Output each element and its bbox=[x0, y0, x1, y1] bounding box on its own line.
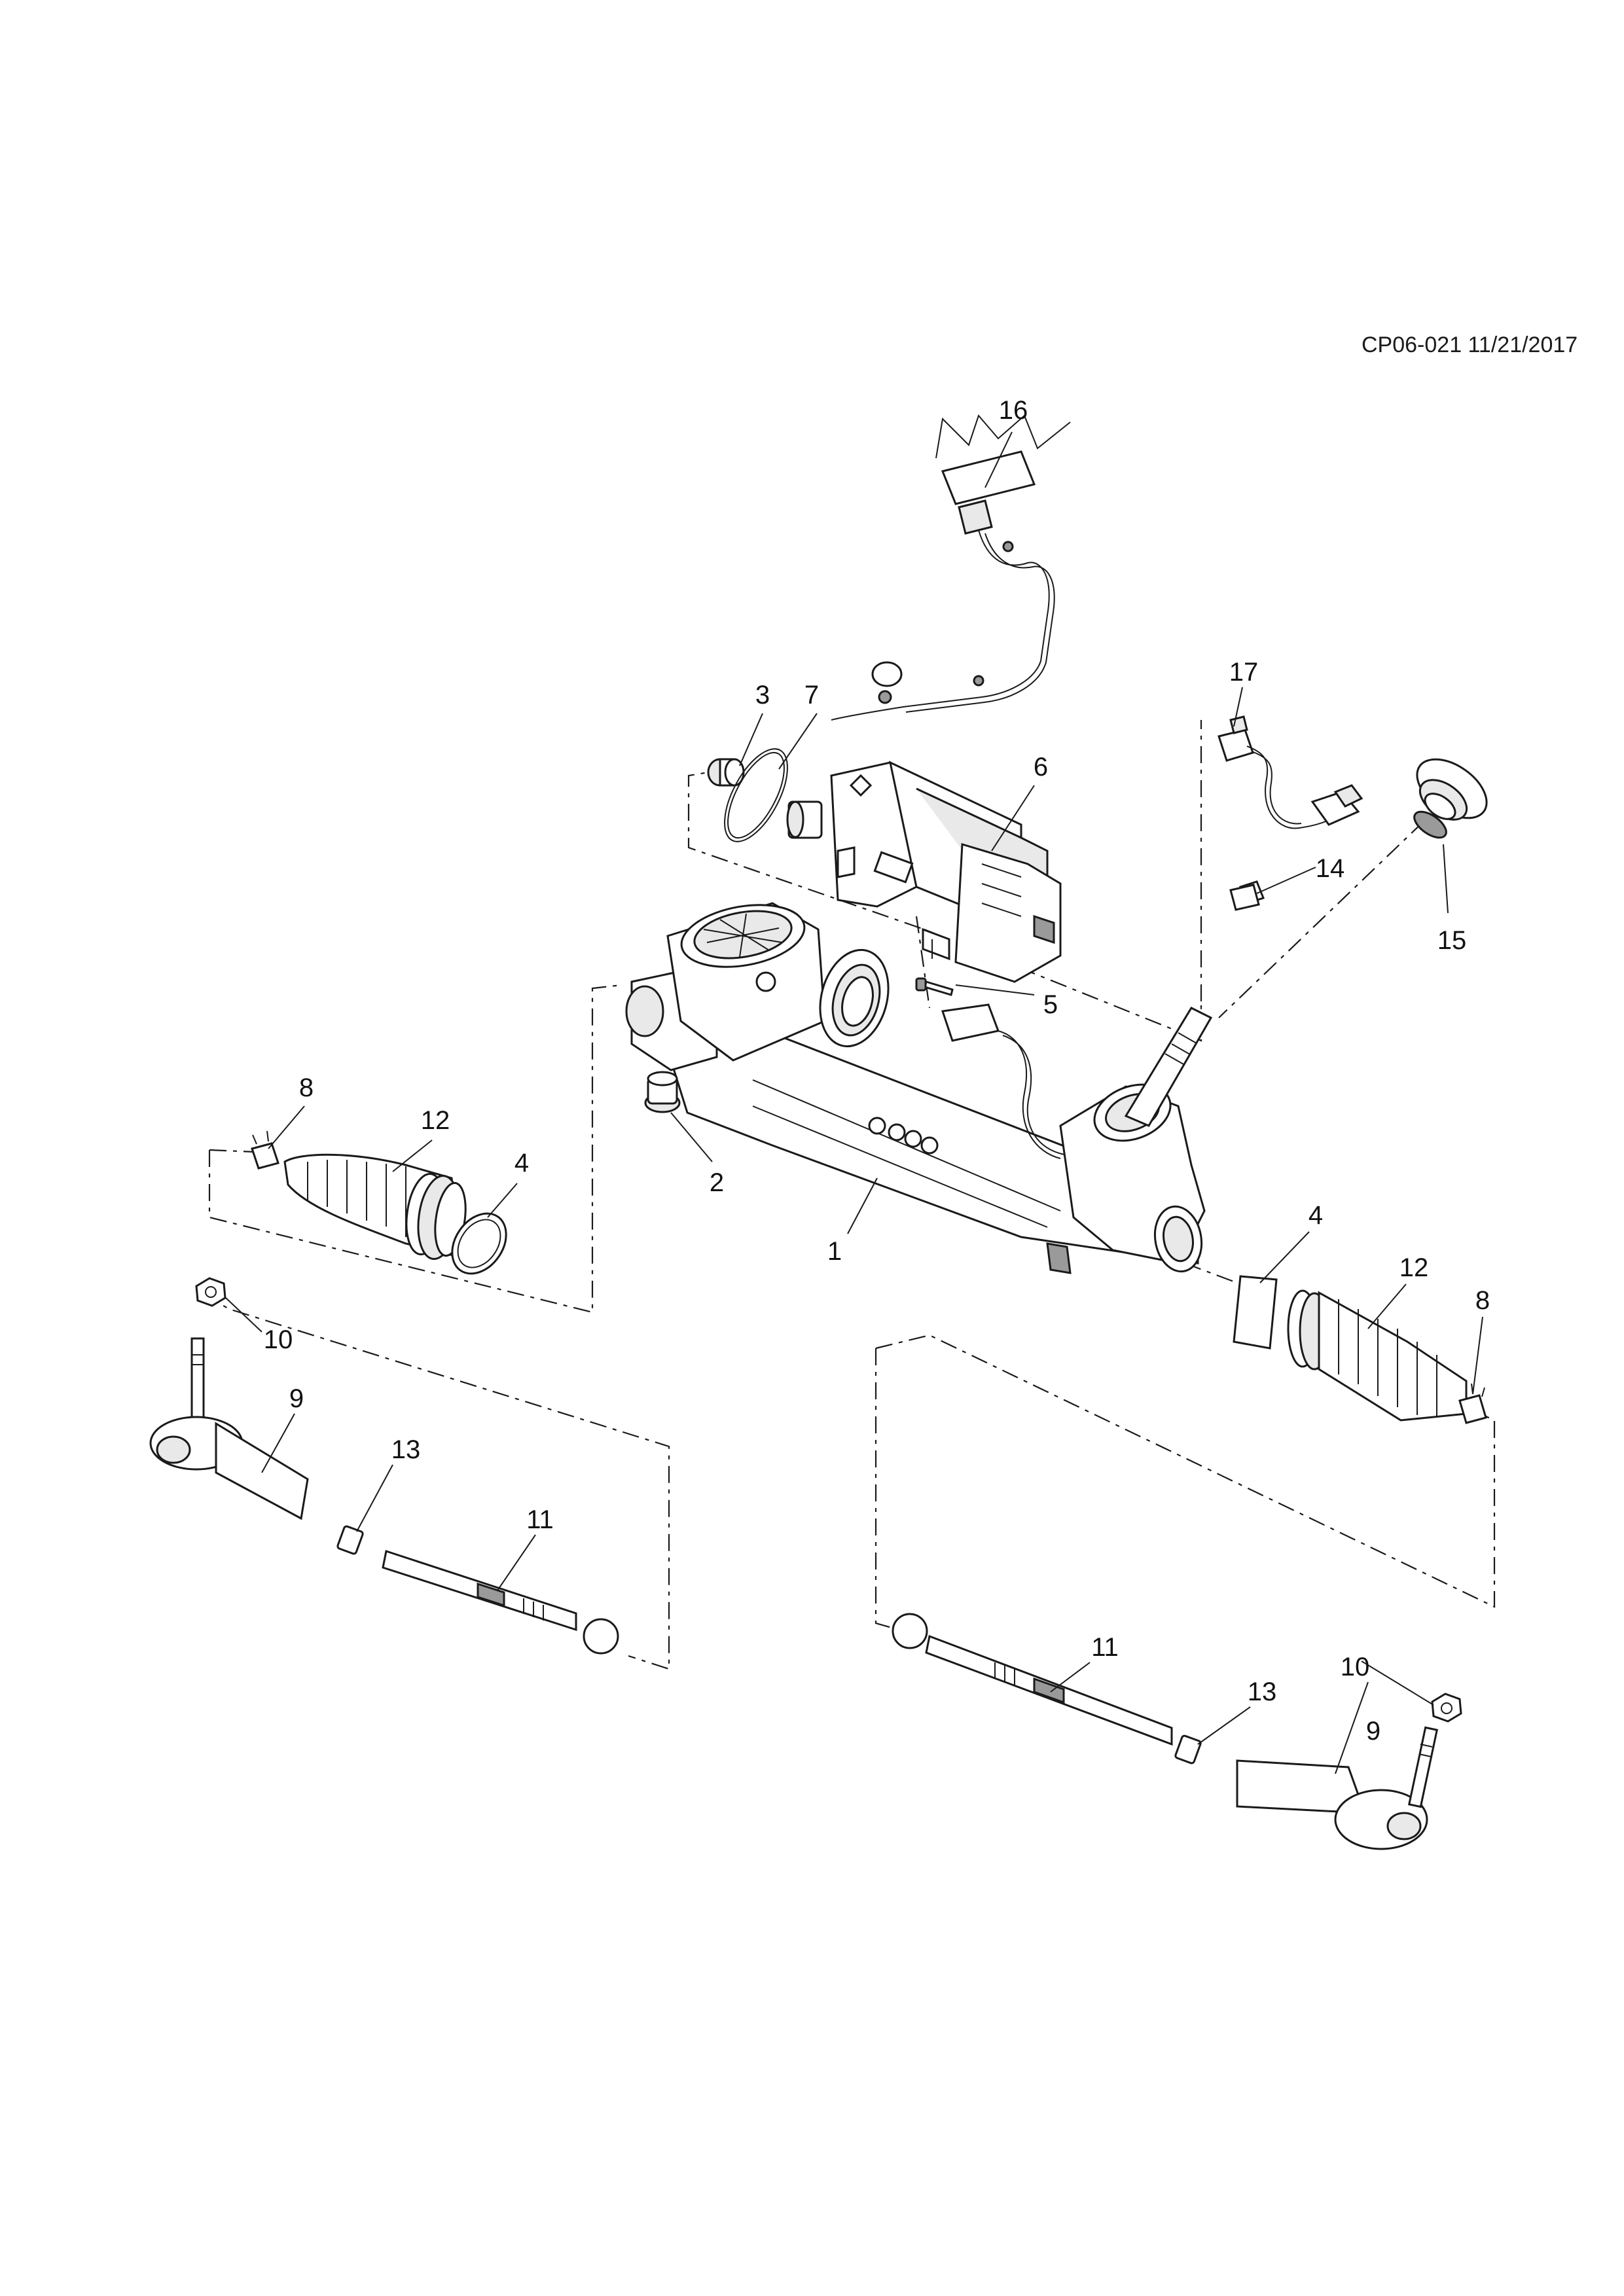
callout-13-right: 13 bbox=[1248, 1677, 1277, 1706]
part-11-left-inner-tie-rod bbox=[382, 1550, 619, 1655]
callout-15: 15 bbox=[1437, 926, 1467, 955]
part-7-o-ring bbox=[724, 748, 788, 842]
part-12-right-boot bbox=[1287, 1289, 1468, 1422]
callout-8-left: 8 bbox=[299, 1073, 314, 1102]
document-reference: CP06-021 11/21/2017 bbox=[1362, 332, 1578, 357]
part-6-motor bbox=[786, 761, 1062, 983]
callout-4-right: 4 bbox=[1308, 1201, 1323, 1230]
callout-3: 3 bbox=[755, 681, 770, 709]
part-11-right-inner-tie-rod bbox=[892, 1613, 1173, 1746]
callout-labels: 16 3 7 6 5 17 14 15 1 2 8 12 4 10 9 13 1… bbox=[264, 396, 1490, 1746]
callout-9-left: 9 bbox=[289, 1384, 304, 1413]
part-12-left-boot bbox=[283, 1153, 467, 1261]
callout-12-left: 12 bbox=[421, 1106, 450, 1135]
callout-13-left: 13 bbox=[391, 1435, 421, 1464]
callout-6: 6 bbox=[1034, 753, 1048, 781]
part-14-clip bbox=[1229, 884, 1260, 911]
callout-leaders bbox=[225, 431, 1483, 1774]
callout-4-left: 4 bbox=[514, 1149, 529, 1177]
callout-10-right: 10 bbox=[1341, 1653, 1370, 1681]
part-10-right-nut bbox=[1431, 1693, 1462, 1723]
callout-2: 2 bbox=[710, 1168, 724, 1197]
part-13-left-jam-nut bbox=[336, 1525, 364, 1555]
part-5-screw bbox=[915, 977, 954, 996]
part-2-plug bbox=[644, 1071, 681, 1113]
part-15-seal bbox=[1413, 758, 1488, 839]
callout-9-right: 9 bbox=[1366, 1717, 1380, 1746]
part-8-left-clamp bbox=[251, 1130, 280, 1170]
assembly-guide-lines bbox=[202, 720, 1496, 1670]
callout-16: 16 bbox=[999, 396, 1028, 425]
part-10-left-nut bbox=[195, 1277, 226, 1307]
part-4-right-clamp-ring bbox=[1233, 1275, 1278, 1350]
callout-5: 5 bbox=[1043, 990, 1058, 1019]
part-1-steering-gear bbox=[625, 902, 1213, 1274]
callout-14: 14 bbox=[1316, 854, 1345, 883]
part-8-right-clamp bbox=[1458, 1383, 1487, 1424]
callout-11-left: 11 bbox=[526, 1505, 554, 1534]
part-3-bearing bbox=[707, 758, 745, 787]
callout-7: 7 bbox=[804, 681, 819, 709]
callout-1: 1 bbox=[827, 1237, 842, 1266]
part-9-left-tie-rod-end bbox=[149, 1337, 309, 1520]
callout-8-right: 8 bbox=[1475, 1286, 1490, 1315]
callout-12-right: 12 bbox=[1399, 1253, 1429, 1282]
part-9-right-tie-rod-end bbox=[1236, 1726, 1439, 1850]
callout-17: 17 bbox=[1229, 658, 1259, 687]
part-13-right-jam-nut bbox=[1174, 1734, 1202, 1765]
callout-10-left: 10 bbox=[264, 1325, 293, 1354]
callout-11-right: 11 bbox=[1091, 1633, 1119, 1662]
part-16-wiring-harness bbox=[831, 414, 1071, 721]
part-4-left-clamp-ring bbox=[451, 1212, 507, 1275]
